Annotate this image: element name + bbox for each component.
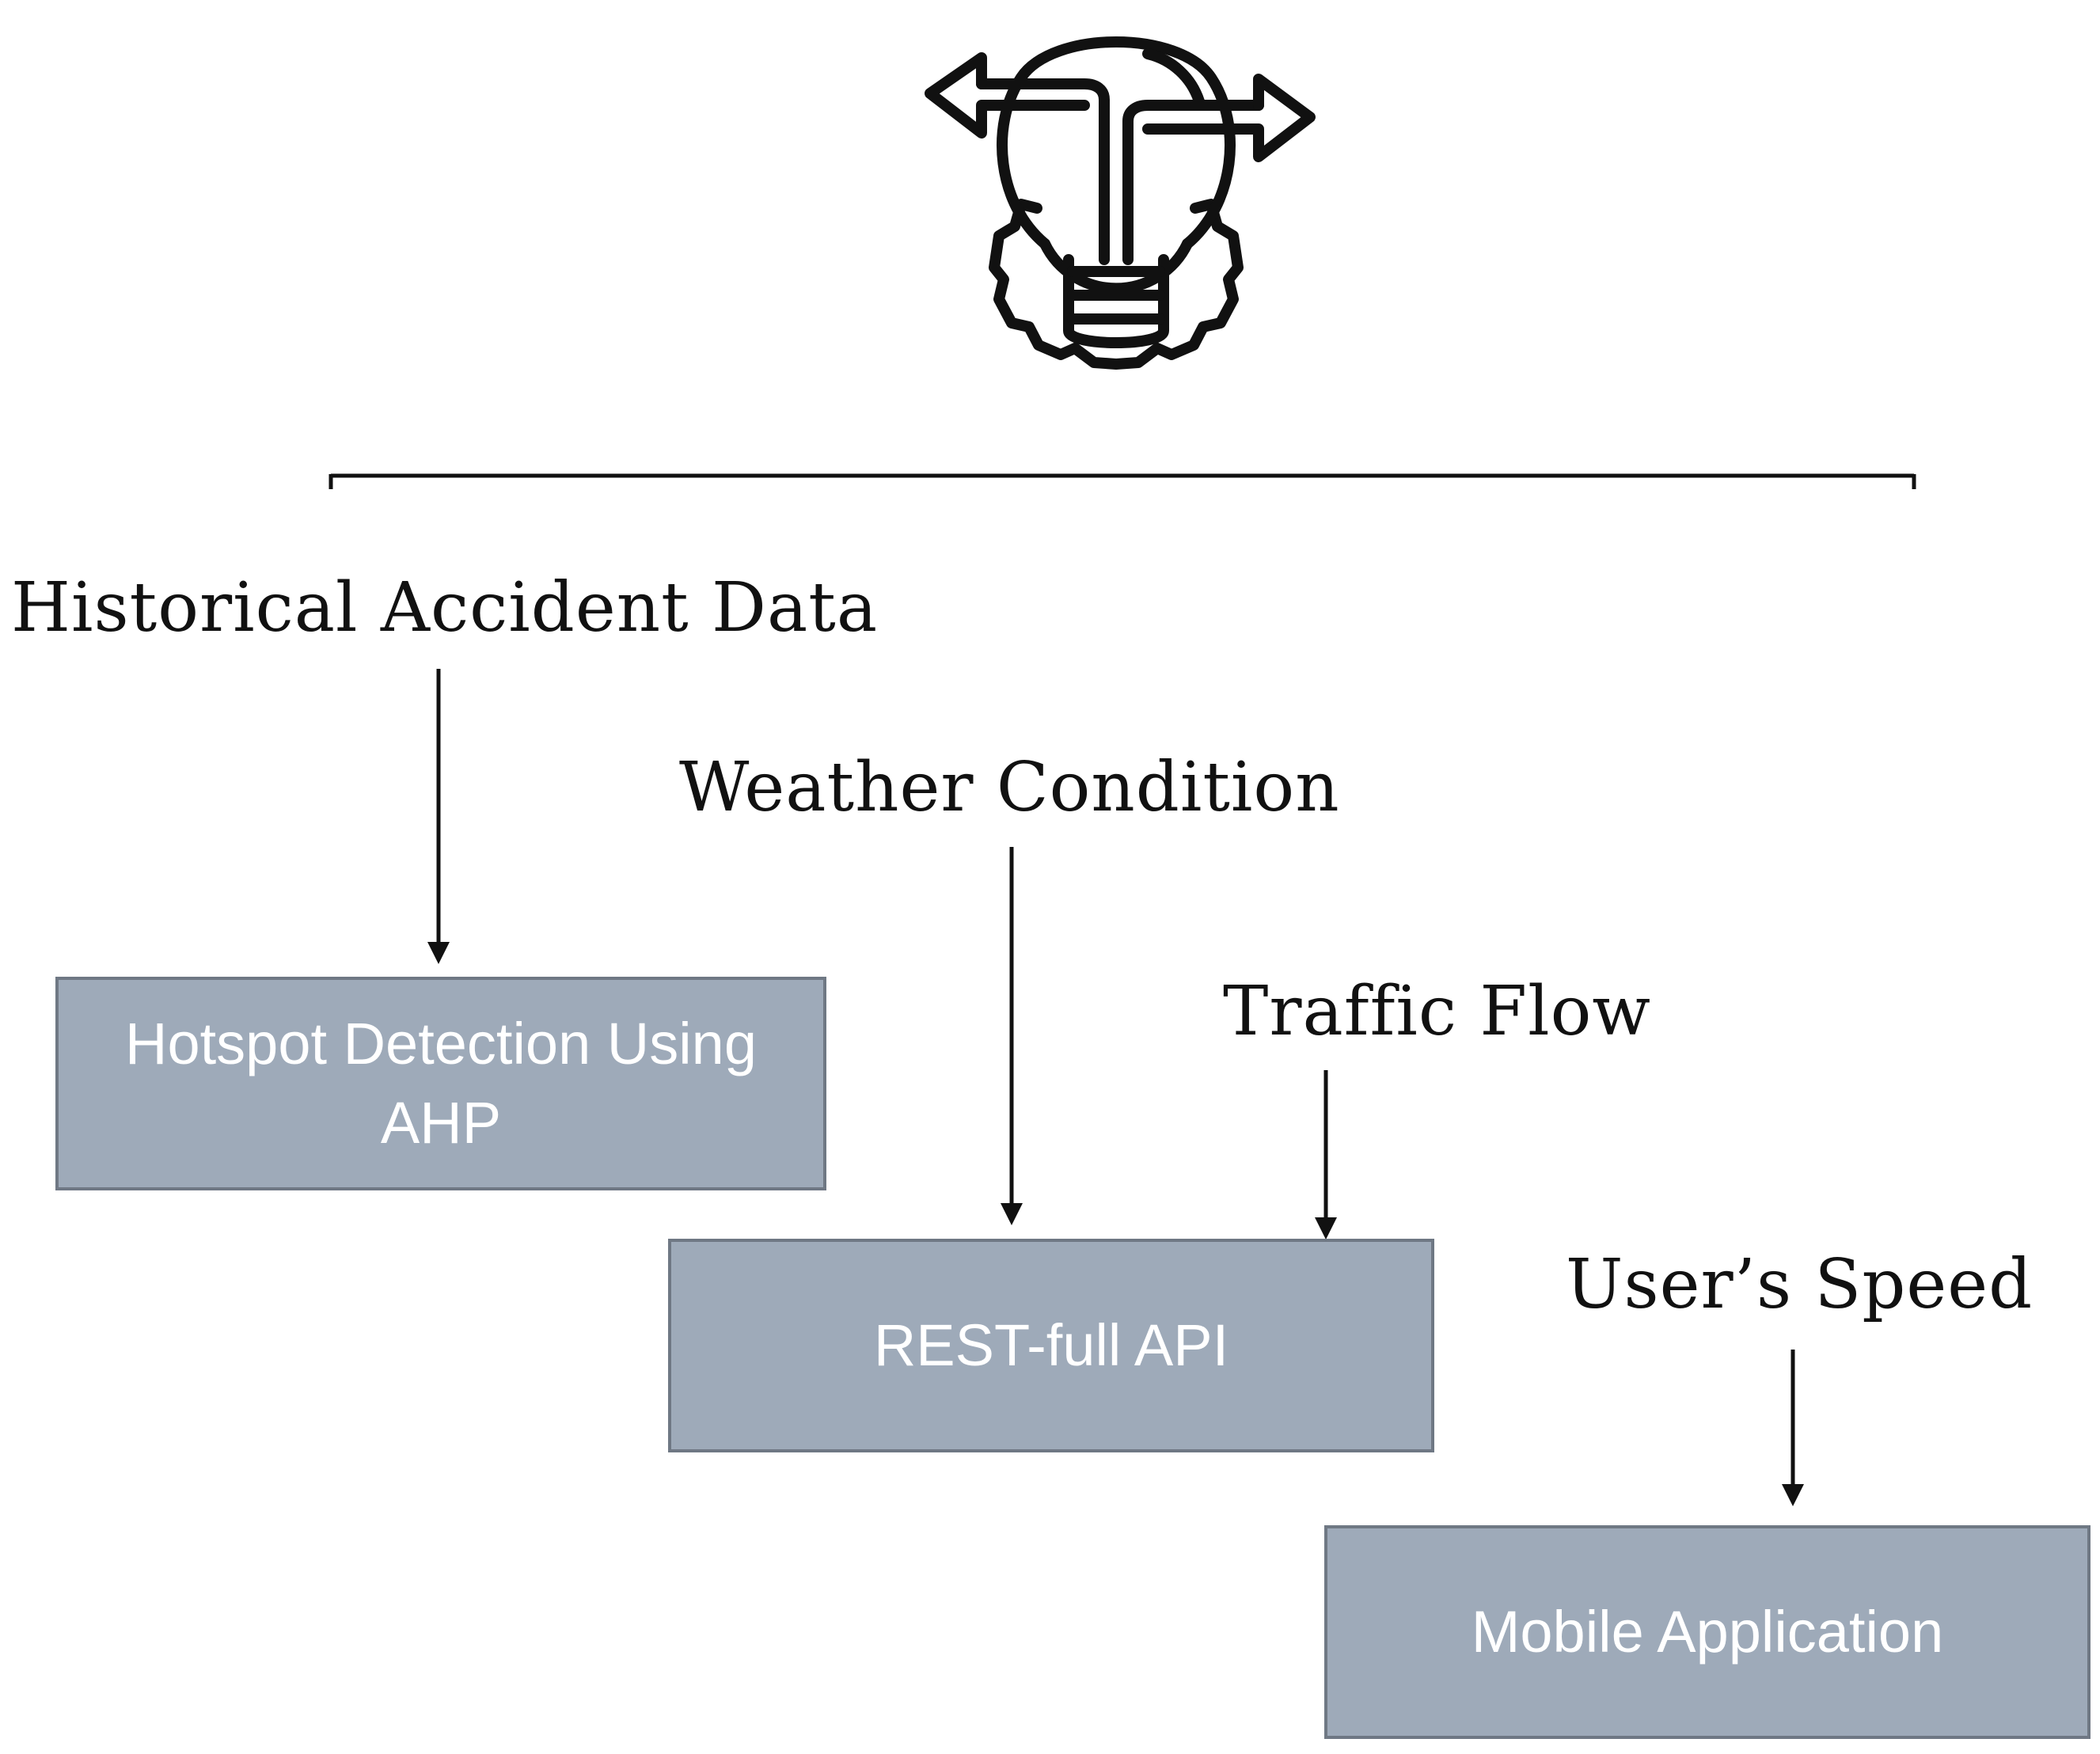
rest-api-label: REST-full API: [873, 1312, 1229, 1379]
lightbulb-gear-arrows-icon: [910, 6, 1322, 402]
arrow-weather-to-api: [1001, 847, 1023, 1225]
arrow-traffic-to-api: [1315, 1070, 1337, 1240]
hotspot-detection-label: Hotspot Detection Using AHP: [125, 1011, 757, 1156]
mobile-application-label: Mobile Application: [1471, 1599, 1944, 1665]
arrow-historical-to-hotspot: [427, 669, 450, 964]
hotspot-detection-box: Hotspot Detection Using AHP: [55, 977, 826, 1190]
input-traffic-flow: Traffic Flow: [1223, 972, 1651, 1051]
top-bracket: [328, 473, 1916, 489]
input-users-speed: User’s Speed: [1566, 1245, 2034, 1324]
arrow-speed-to-mobile: [1782, 1350, 1804, 1506]
input-weather-condition: Weather Condition: [679, 748, 1340, 827]
rest-api-box: REST-full API: [668, 1239, 1434, 1452]
input-historical-accident-data: Historical Accident Data: [11, 568, 879, 647]
mobile-application-box: Mobile Application: [1324, 1525, 2091, 1739]
